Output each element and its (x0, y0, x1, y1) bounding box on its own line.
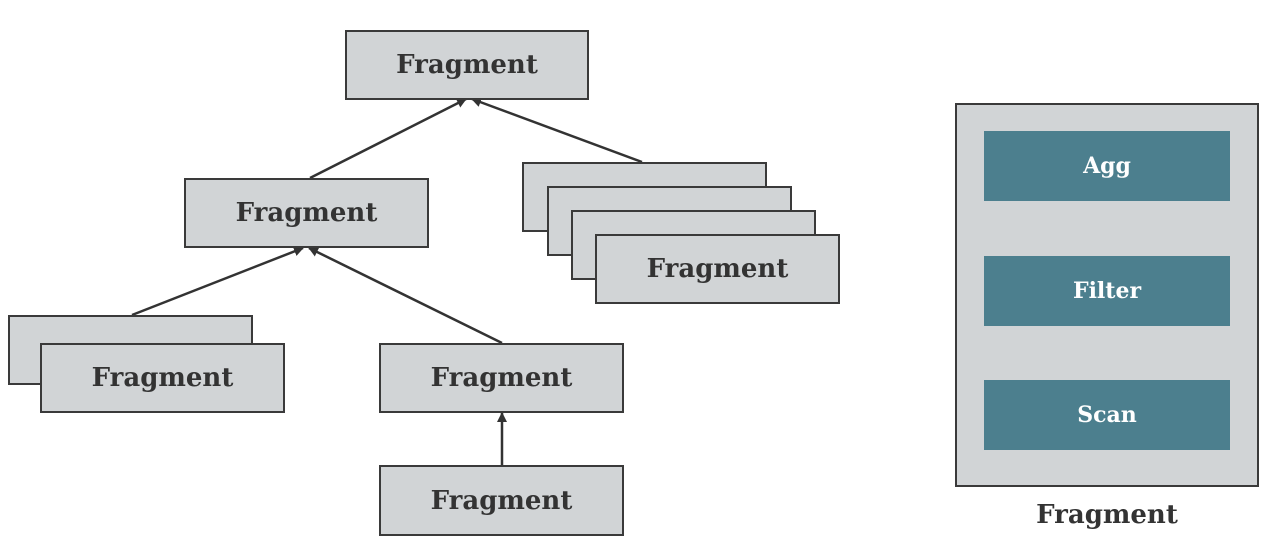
fragment-right-stack-front: Fragment (595, 234, 840, 304)
operator-agg: Agg (984, 131, 1230, 201)
fragment-root: Fragment (345, 30, 589, 100)
edge-bottommiddle-to-left (308, 246, 503, 345)
fragment-bottom-left-stack-front: Fragment (40, 343, 285, 413)
operator-filter: Filter (984, 256, 1230, 326)
fragment-bottom-middle: Fragment (379, 343, 624, 413)
fragment-left: Fragment (184, 178, 429, 248)
edge-right-to-root (471, 97, 643, 164)
edge-bottomleft-to-left (131, 246, 304, 317)
edge-left-to-root (309, 97, 467, 180)
fragment-leaf: Fragment (379, 465, 624, 536)
detail-caption: Fragment (1036, 500, 1178, 530)
operator-scan: Scan (984, 380, 1230, 450)
